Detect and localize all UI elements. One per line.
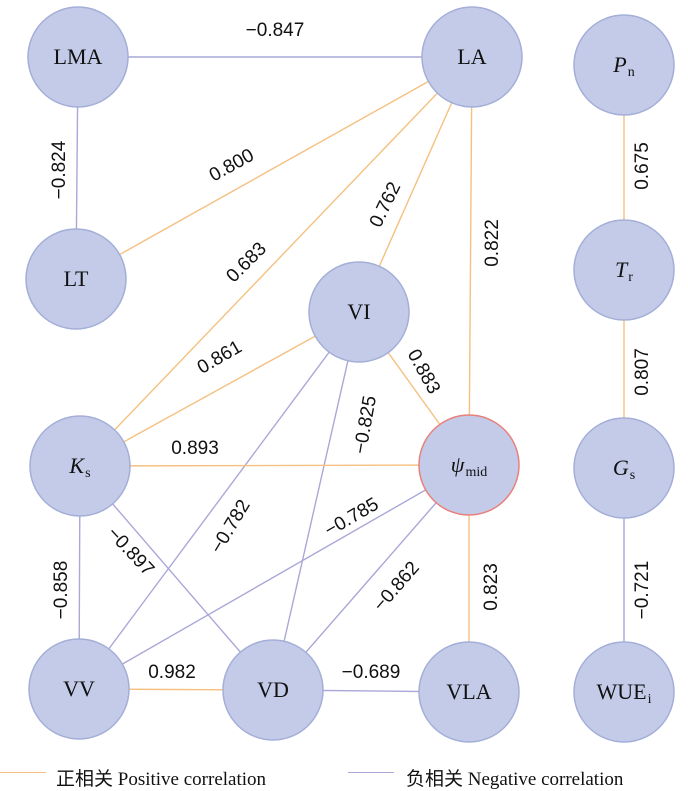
edge-label-lma-lt: −0.824 bbox=[49, 140, 70, 199]
edges-layer bbox=[75, 56, 625, 693]
node-psi: ψmid bbox=[418, 414, 520, 516]
edge-label-vd-vla: −0.689 bbox=[342, 662, 401, 683]
node-la: LA bbox=[421, 6, 523, 108]
legend-positive-label: 正相关 Positive correlation bbox=[56, 769, 267, 790]
node-circle-wue bbox=[573, 641, 675, 743]
node-label-ks: Ks bbox=[68, 453, 90, 481]
node-circle-lt bbox=[25, 228, 127, 330]
node-vd: VD bbox=[222, 639, 324, 741]
node-label-sub: n bbox=[628, 65, 635, 80]
node-label-main: LA bbox=[457, 44, 486, 69]
node-label-main: T bbox=[615, 257, 629, 282]
node-circle-gs bbox=[573, 417, 675, 519]
edge-vi-ks bbox=[79, 311, 360, 467]
node-label-tr: Tr bbox=[615, 257, 633, 285]
edge-label-psi-vd: −0.862 bbox=[369, 558, 423, 616]
edge-label-la-ks: 0.683 bbox=[222, 238, 270, 286]
node-label-gs: Gs bbox=[613, 455, 635, 483]
node-circle-pn bbox=[573, 14, 675, 116]
node-label-main: LMA bbox=[54, 44, 103, 69]
node-vi: VI bbox=[308, 261, 410, 363]
node-circle-psi bbox=[418, 414, 520, 516]
node-label-wue: WUEi bbox=[597, 679, 652, 707]
edge-label-vi-vv: −0.782 bbox=[206, 496, 254, 557]
edge-label-lma-la: −0.847 bbox=[246, 20, 305, 41]
correlation-network-diagram: −0.847 −0.824 0.800 0.683 0.762 0.822 0.861 0.8… bbox=[25, 6, 675, 743]
node-circle-vla bbox=[418, 641, 520, 743]
edge-label-ks-psi: 0.893 bbox=[171, 438, 219, 459]
node-tr: Tr bbox=[573, 219, 675, 321]
node-circle-vv bbox=[28, 638, 130, 740]
node-circle-ks bbox=[29, 415, 131, 517]
node-pn: Pn bbox=[573, 14, 675, 116]
node-lt: LT bbox=[25, 228, 127, 330]
edge-lt-la bbox=[75, 56, 473, 280]
edge-label-tr-gs: 0.807 bbox=[632, 348, 653, 396]
node-vv: VV bbox=[28, 638, 130, 740]
node-label-sub: s bbox=[85, 466, 90, 481]
node-label-lma: LMA bbox=[54, 44, 103, 69]
edge-la-ks bbox=[79, 56, 473, 467]
edge-label-vi-psi: 0.883 bbox=[403, 346, 444, 398]
node-circle-lma bbox=[27, 6, 129, 108]
edge-label-ks-vd: −0.897 bbox=[103, 523, 158, 580]
node-label-vla: VLA bbox=[446, 679, 491, 704]
edge-label-la-vi: 0.762 bbox=[366, 179, 406, 231]
node-circle-vd bbox=[222, 639, 324, 741]
node-label-main: P bbox=[612, 52, 626, 77]
edge-label-gs-wue: −0.721 bbox=[632, 561, 653, 620]
node-circle-tr bbox=[573, 219, 675, 321]
edge-vi-vd bbox=[272, 311, 360, 691]
node-label-main: K bbox=[68, 453, 85, 478]
edge-la-psi bbox=[468, 56, 473, 466]
node-label-sub: s bbox=[630, 468, 635, 483]
node-vla: VLA bbox=[418, 641, 520, 743]
node-label-sub: r bbox=[628, 270, 633, 285]
edge-label-lt-la: 0.800 bbox=[206, 145, 258, 186]
node-label-main: LT bbox=[64, 266, 89, 291]
node-wue: WUEi bbox=[573, 641, 675, 743]
node-label-main: VLA bbox=[446, 679, 491, 704]
node-label-main: ψ bbox=[451, 452, 465, 477]
legend-positive-swatch bbox=[0, 772, 46, 773]
node-gs: Gs bbox=[573, 417, 675, 519]
node-label-main: VI bbox=[347, 299, 370, 324]
edge-label-vi-vd: −0.825 bbox=[350, 394, 381, 455]
edge-label-vi-ks: 0.861 bbox=[194, 337, 246, 379]
node-label-sub: i bbox=[648, 692, 652, 707]
edge-psi-vv bbox=[78, 464, 470, 690]
edge-label-la-psi: 0.822 bbox=[482, 219, 503, 267]
node-label-vd: VD bbox=[257, 677, 289, 702]
node-circle-la bbox=[421, 6, 523, 108]
node-label-main: VD bbox=[257, 677, 289, 702]
node-label-main: WUE bbox=[597, 679, 647, 704]
edge-label-psi-vv: −0.785 bbox=[321, 494, 382, 542]
node-label-pn: Pn bbox=[612, 52, 634, 80]
node-label-lt: LT bbox=[64, 266, 89, 291]
node-label-vv: VV bbox=[63, 676, 95, 701]
edge-ks-psi bbox=[79, 464, 470, 467]
node-ks: Ks bbox=[29, 415, 131, 517]
node-label-vi: VI bbox=[347, 299, 370, 324]
node-lma: LMA bbox=[27, 6, 129, 108]
legend-negative-swatch bbox=[348, 772, 394, 773]
edge-label-ks-vv: −0.858 bbox=[51, 561, 72, 620]
legend-negative-label: 负相关 Negative correlation bbox=[406, 769, 624, 790]
edge-label-psi-vla: 0.823 bbox=[481, 563, 502, 611]
node-label-main: G bbox=[613, 455, 629, 480]
node-circle-vi bbox=[308, 261, 410, 363]
edge-label-pn-tr: 0.675 bbox=[632, 142, 653, 190]
legend: 正相关 Positive correlation 负相关 Negative co… bbox=[0, 760, 688, 790]
edge-vi-vv bbox=[78, 311, 360, 690]
node-label-main: VV bbox=[63, 676, 95, 701]
node-label-la: LA bbox=[457, 44, 486, 69]
edge-label-vv-vd: 0.982 bbox=[148, 662, 196, 683]
node-label-sub: mid bbox=[465, 465, 487, 480]
node-label-psi: ψmid bbox=[451, 452, 487, 480]
